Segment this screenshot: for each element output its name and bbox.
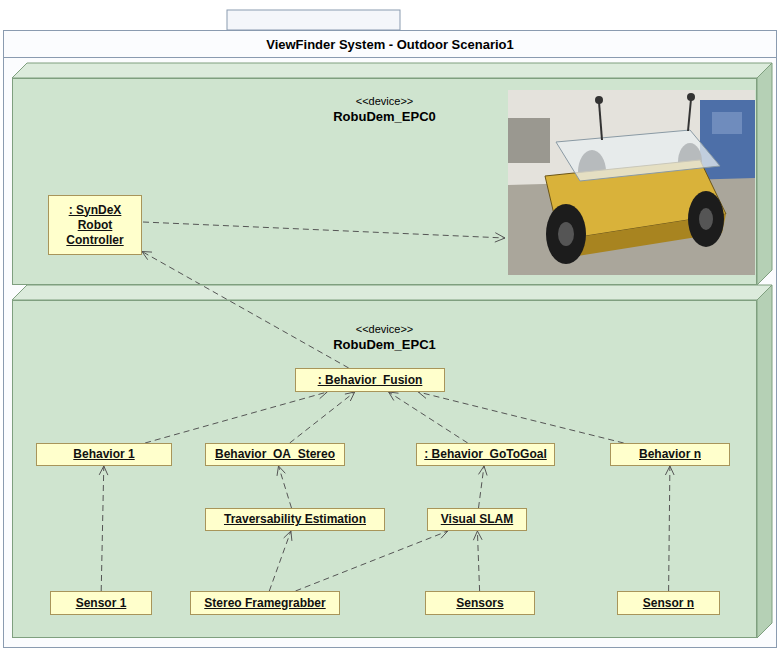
dashed-line bbox=[477, 531, 479, 591]
device-name: RobuDem_EPC0 bbox=[13, 109, 756, 125]
dashed-line bbox=[296, 531, 448, 591]
dependency-arrow bbox=[479, 466, 488, 508]
arrow-head bbox=[345, 392, 355, 401]
dashed-line bbox=[142, 252, 349, 369]
dependency-arrow bbox=[277, 466, 292, 508]
photo-poster bbox=[712, 112, 742, 134]
deploy-arrow bbox=[143, 222, 505, 242]
device-front-face bbox=[12, 78, 757, 285]
component-box: Sensor 1 bbox=[50, 591, 152, 615]
robot-hub bbox=[558, 222, 574, 246]
component-name: : SynDeX Robot Controller bbox=[55, 203, 135, 248]
stereotype-label: <<device>> bbox=[13, 94, 756, 108]
robot-antenna bbox=[599, 102, 602, 140]
component-name: Behavior_OA_Stereo bbox=[215, 447, 335, 462]
dependency-arrow bbox=[418, 390, 623, 443]
dependency-arrow bbox=[665, 466, 674, 591]
component-name: Behavior 1 bbox=[73, 447, 134, 462]
robot-photo bbox=[508, 90, 755, 275]
component-name: : Behavior_Fusion bbox=[318, 373, 423, 388]
component-box: Behavior_OA_Stereo bbox=[205, 443, 345, 466]
component-box: : Behavior_GoToGoal bbox=[416, 443, 555, 466]
dependency-arrow bbox=[99, 466, 108, 591]
component-name: : Behavior_GoToGoal bbox=[424, 447, 546, 462]
dependency-arrow bbox=[290, 392, 355, 443]
dependency-arrow bbox=[142, 252, 349, 369]
device-top-face bbox=[12, 285, 772, 300]
photo-desk bbox=[508, 118, 550, 163]
dashed-line bbox=[669, 466, 670, 591]
package-title: ViewFinder System - Outdoor Scenario1 bbox=[4, 37, 776, 58]
component-box: Visual SLAM bbox=[427, 508, 527, 531]
component-box: Behavior n bbox=[610, 443, 730, 466]
dependency-arrow bbox=[389, 392, 468, 443]
component-name: Sensor 1 bbox=[76, 596, 127, 611]
component-name: Sensor n bbox=[643, 596, 694, 611]
component-box: Traversability Estimation bbox=[205, 508, 385, 531]
robot-antenna-tip bbox=[687, 93, 695, 101]
photo-ground bbox=[508, 90, 755, 275]
device-side-face bbox=[757, 285, 772, 638]
dependency-arrow bbox=[296, 530, 448, 591]
robot-antenna bbox=[688, 99, 691, 131]
arrow-head bbox=[142, 252, 152, 260]
arrow-head bbox=[277, 466, 285, 476]
dashed-line bbox=[418, 392, 623, 443]
robot-wheel bbox=[688, 191, 724, 247]
device-node: <<device>>RobuDem_EPC1 : Behavior_FusionB… bbox=[12, 300, 757, 638]
package-frame: ViewFinder System - Outdoor Scenario1 <<d… bbox=[3, 30, 777, 648]
arrow-head bbox=[99, 466, 108, 475]
package-fill bbox=[3, 30, 777, 648]
component-name: Traversability Estimation bbox=[224, 512, 366, 527]
dashed-line bbox=[389, 392, 468, 443]
package-tab bbox=[227, 10, 400, 30]
dependency-arrow bbox=[269, 531, 292, 591]
component-name: Sensors bbox=[456, 596, 503, 611]
arrow-head bbox=[495, 233, 505, 242]
component-box: Behavior 1 bbox=[36, 443, 172, 466]
device-name: RobuDem_EPC1 bbox=[13, 337, 756, 353]
arrow-head bbox=[389, 392, 399, 401]
device-top-face bbox=[12, 63, 772, 78]
dashed-line bbox=[269, 531, 291, 591]
robot-cover bbox=[556, 130, 720, 181]
component-box: Sensor n bbox=[617, 591, 720, 615]
dashed-line bbox=[101, 466, 104, 591]
dashed-line bbox=[290, 392, 355, 443]
component-name: Stereo Framegrabber bbox=[204, 596, 325, 611]
device-side-face bbox=[757, 63, 772, 285]
arrow-head bbox=[473, 531, 482, 540]
dashed-line bbox=[143, 222, 505, 238]
robot-wheel bbox=[546, 204, 586, 264]
dependency-arrow bbox=[473, 531, 482, 591]
component-name: Behavior n bbox=[639, 447, 701, 462]
component-box: : Behavior_Fusion bbox=[295, 368, 445, 392]
robot-hub bbox=[699, 208, 713, 230]
arrow-head bbox=[665, 466, 674, 475]
arrow-head bbox=[438, 530, 448, 538]
device-node: <<device>>RobuDem_EPC0 : SynDeX Robot Con… bbox=[12, 78, 757, 285]
arrow-head bbox=[479, 466, 488, 476]
component-box: Stereo Framegrabber bbox=[190, 591, 340, 615]
device-front-face bbox=[12, 300, 757, 638]
component-box: Sensors bbox=[425, 591, 535, 615]
arrow-head bbox=[284, 531, 292, 541]
component-box: : SynDeX Robot Controller bbox=[48, 195, 142, 255]
stereotype-label: <<device>> bbox=[13, 322, 756, 336]
component-name: Visual SLAM bbox=[441, 512, 513, 527]
robot-antenna-tip bbox=[595, 96, 603, 104]
